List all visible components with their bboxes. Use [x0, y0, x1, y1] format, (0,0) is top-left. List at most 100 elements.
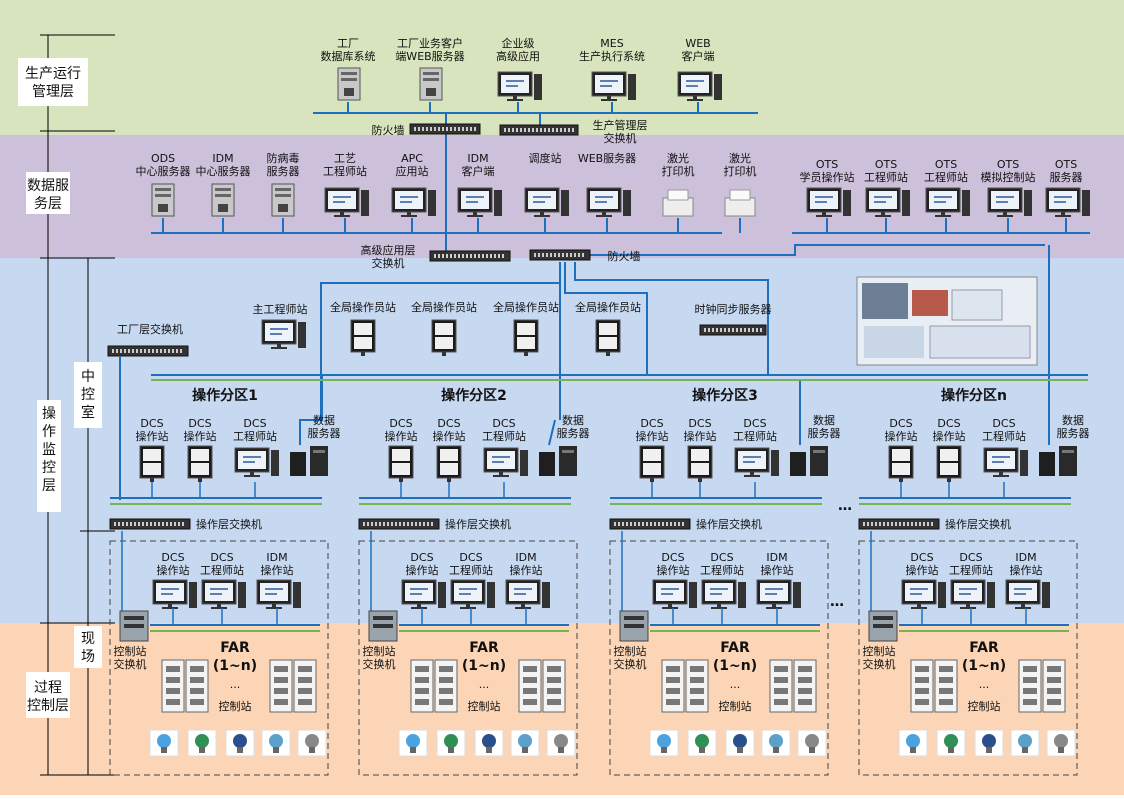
- data-server-icon-2: [271, 183, 295, 217]
- ops-engineer-icon-3: [983, 447, 1028, 477]
- field-instrument-icon-1-3: [510, 729, 540, 757]
- ops-switch-label-2: 操作层交换机: [696, 517, 762, 531]
- control-room-label-box: [74, 362, 102, 428]
- plant-switch-icon: [107, 345, 189, 357]
- ctrl-switch-label-1: 控制站交换机: [363, 644, 396, 671]
- data-server-icon-1: [211, 183, 235, 217]
- data-server-icon-1: [539, 446, 577, 476]
- ctrl-switch-icon-3: [868, 610, 898, 642]
- cabinet-icon-1-2: [518, 659, 542, 713]
- ots-workstation-icon-2: [925, 187, 970, 217]
- field-instrument-icon-3-3: [1010, 729, 1040, 757]
- data-server-icon-0: [290, 446, 328, 476]
- production-label-box: [18, 58, 88, 106]
- partition-title-2: 操作分区3: [692, 387, 758, 404]
- field-instrument-icon-1-2: [474, 729, 504, 757]
- operation-layer-devices: 工厂层交换机主工程师站全局操作员站全局操作员站全局操作员站全局操作员站时钟同步服…: [107, 276, 1038, 500]
- data-server-icon-2: [790, 446, 828, 476]
- far-label-1: FAR(1~n): [462, 640, 506, 674]
- field-instrument-icon-3-2: [974, 729, 1004, 757]
- field-instrument-icon-2-3: [761, 729, 791, 757]
- cabinet-icon-3-2: [1018, 659, 1042, 713]
- global-operator-icon-3: [595, 319, 621, 356]
- ctrl-switch-label-3: 控制站交换机: [863, 644, 896, 671]
- partition-title-1: 操作分区2: [441, 387, 507, 404]
- production-switch-label: 生产管理层交换机: [593, 118, 648, 145]
- ctrl-switch-icon-0: [119, 610, 149, 642]
- firewall-icon: [529, 249, 591, 261]
- data-server-label-2: 数据服务器: [808, 413, 841, 440]
- cabinet-icon-1-0: [410, 659, 434, 713]
- far-dots-0: ...: [230, 678, 241, 691]
- server-icon-1: [419, 67, 443, 101]
- cabinet-icon-2-1: [685, 659, 709, 713]
- control-station-label-1: 控制站: [468, 699, 501, 713]
- production-switch-icon: [499, 124, 579, 136]
- ots-workstation-icon-1: [865, 187, 910, 217]
- cabinet-icon-3-0: [910, 659, 934, 713]
- ops-switch-icon-1: [358, 518, 440, 530]
- data-device-label-7: WEB服务器: [578, 152, 636, 165]
- ops-station-icon-1-0: [388, 445, 414, 482]
- far-box-3: [858, 540, 1078, 776]
- ops-switch-icon-0: [109, 518, 191, 530]
- far-station-icon-1-1: [450, 579, 495, 609]
- ops-engineer-icon-2: [734, 447, 779, 477]
- data-device-label-8: 激光打印机: [662, 151, 695, 178]
- far-station-icon-3-2: [1005, 579, 1050, 609]
- top-device-label-2: 企业级高级应用: [496, 36, 540, 63]
- data-device-label-3: 工艺工程师站: [323, 152, 367, 178]
- data-workstation-icon-3: [324, 187, 369, 217]
- process-label-box: [26, 672, 70, 718]
- operation-layer-label: 操作监控层: [42, 406, 56, 494]
- laser-printer-icon-9: [724, 189, 756, 217]
- partition-title-3: 操作分区n: [941, 387, 1007, 404]
- data-server-label-1: 数据服务器: [557, 413, 590, 440]
- cabinet-icon-2-0: [661, 659, 685, 713]
- field-instrument-icon-1-1: [436, 729, 466, 757]
- network-links: [151, 112, 1090, 446]
- process-layer-label: 过程控制层: [27, 680, 69, 714]
- ops-station-icon-0-0: [139, 445, 165, 482]
- production-layer-label: 生产运行管理层: [25, 66, 81, 100]
- production-firewall-label: 防火墙: [372, 123, 405, 137]
- far-box-1: [358, 540, 578, 776]
- far-station-icon-2-1: [701, 579, 746, 609]
- data-service-layer-label: 数据服务层: [27, 178, 69, 212]
- field-instrument-icon-0-2: [225, 729, 255, 757]
- production-layer-bg: [0, 0, 1124, 135]
- clock-server-label: 时钟同步服务器: [695, 302, 772, 316]
- data-device-label-9: 激光打印机: [724, 151, 757, 178]
- ops-engineer-icon-0: [234, 447, 279, 477]
- workstation-icon-4: [677, 71, 722, 101]
- field-instrument-icon-3-4: [1046, 729, 1076, 757]
- far-station-icon-2-0: [652, 579, 697, 609]
- control-station-label-2: 控制站: [719, 699, 752, 713]
- control-station-label-0: 控制站: [219, 699, 252, 713]
- ops-switch-label-0: 操作层交换机: [196, 517, 262, 531]
- top-device-label-1: 工厂业务客户端WEB服务器: [395, 36, 464, 63]
- data-server-label-0: 数据服务器: [308, 413, 341, 440]
- field-instrument-icon-2-2: [725, 729, 755, 757]
- ops-station-icon-2-1: [687, 445, 713, 482]
- cabinet-icon-0-2: [269, 659, 293, 713]
- field-instrument-icon-0-1: [187, 729, 217, 757]
- global-operator-icon-2: [513, 319, 539, 356]
- advanced-switch-label: 高级应用层交换机: [361, 243, 416, 270]
- data-workstation-icon-4: [391, 187, 436, 217]
- workstation-icon-3: [591, 71, 636, 101]
- far-box-0: [109, 540, 329, 776]
